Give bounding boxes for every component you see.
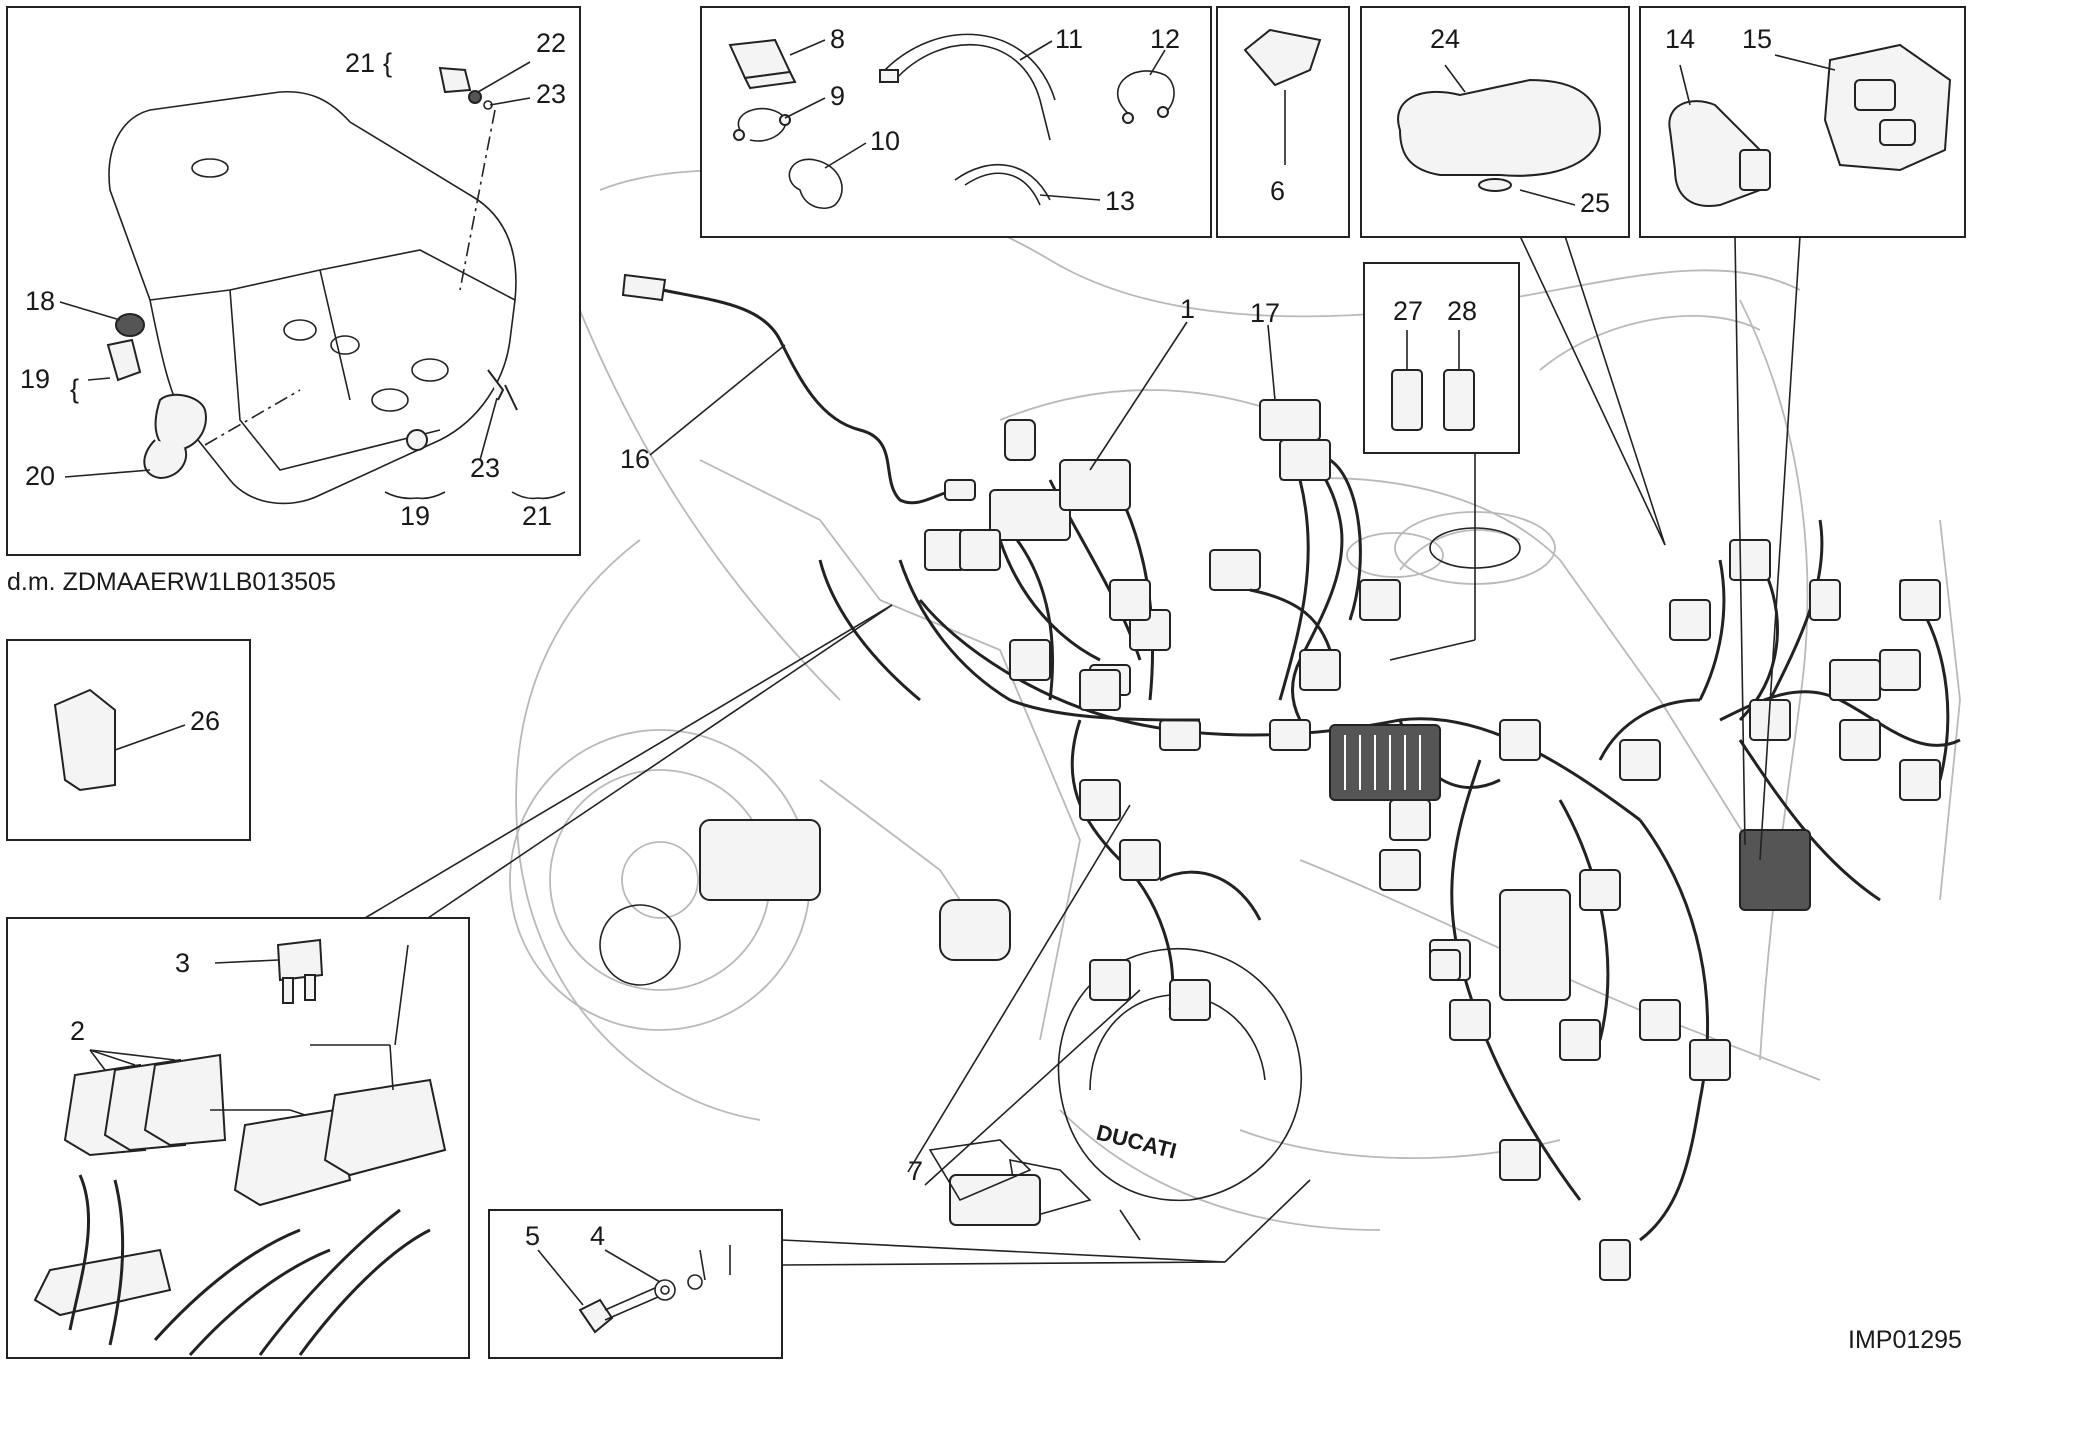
front-brake <box>599 819 1141 1241</box>
callout-28: 28 <box>1447 296 1477 326</box>
brace-19: { <box>70 374 79 404</box>
callout-1: 1 <box>1180 294 1195 324</box>
callout-24: 24 <box>1430 24 1460 54</box>
inset-relays <box>6 917 470 1359</box>
callout-12: 12 <box>1150 24 1180 54</box>
callout-17: 17 <box>1250 298 1280 328</box>
callout-11: 11 <box>1055 24 1083 54</box>
callout-4: 4 <box>590 1221 605 1251</box>
callout-25: 25 <box>1580 188 1610 218</box>
inset-item-26 <box>6 639 251 841</box>
callout-6: 6 <box>1270 176 1285 206</box>
brace-21: { <box>383 48 392 78</box>
callout-26: 26 <box>190 706 220 736</box>
inset-item-6 <box>1216 6 1350 238</box>
callout-19a: 19 <box>20 364 50 394</box>
callout-23b: 23 <box>470 453 500 483</box>
inset-clips <box>700 6 1212 238</box>
callout-21: 21 <box>345 48 375 78</box>
inset-items-24-25 <box>1360 6 1630 238</box>
inset-items-27-28 <box>1363 262 1520 454</box>
inset-fasteners <box>488 1209 783 1359</box>
callout-22: 22 <box>536 28 566 58</box>
relay-block-2 <box>63 1053 227 1157</box>
callout-10: 10 <box>870 126 900 156</box>
inset-items-14-15 <box>1639 6 1966 238</box>
callout-19b: 19 <box>400 501 430 531</box>
callout-9: 9 <box>830 81 845 111</box>
callout-21b: 21 <box>522 501 552 531</box>
engine-logo-text: DUCATI <box>1094 1120 1179 1164</box>
callout-15: 15 <box>1742 24 1772 54</box>
callout-8: 8 <box>830 24 845 54</box>
inset-top-left-leaders <box>59 61 531 478</box>
drawing-code: IMP01295 <box>1848 1326 1962 1354</box>
leader-lines <box>364 235 1801 1266</box>
callout-2: 2 <box>70 1016 85 1046</box>
callout-27: 27 <box>1393 296 1423 326</box>
inset-clips-leaders <box>784 39 1166 201</box>
callout-20: 20 <box>25 461 55 491</box>
callout-13: 13 <box>1105 186 1135 216</box>
callout-7: 7 <box>908 1156 923 1186</box>
main-wiring-harness <box>918 458 1961 1281</box>
model-note: d.m. ZDMAAERW1LB013505 <box>7 568 336 596</box>
callout-18: 18 <box>25 286 55 316</box>
item-16-lead <box>621 273 976 505</box>
inset-top-left: { { <box>6 6 581 556</box>
callout-14: 14 <box>1665 24 1695 54</box>
callout-5: 5 <box>525 1221 540 1251</box>
callout-16: 16 <box>620 444 650 474</box>
upper-harness <box>818 399 1401 722</box>
callout-3: 3 <box>175 948 190 978</box>
callout-23: 23 <box>536 79 566 109</box>
